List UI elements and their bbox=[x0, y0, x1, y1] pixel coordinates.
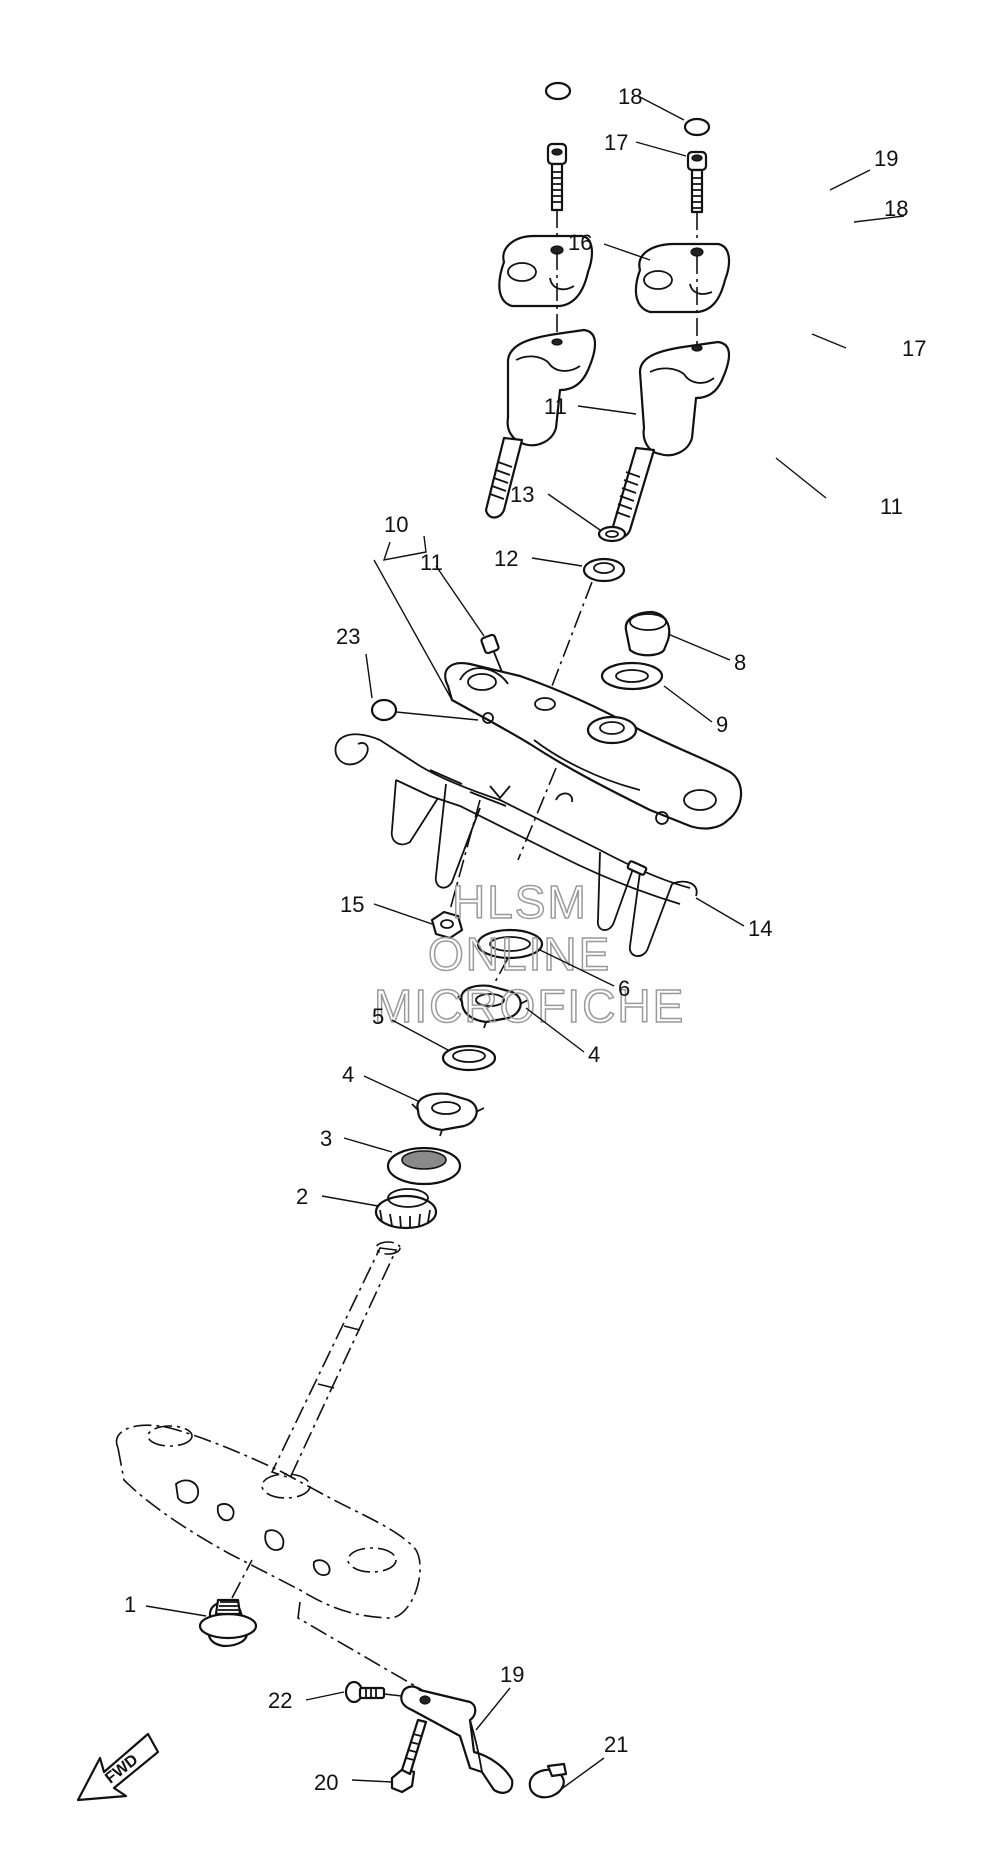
callout-7: 8 bbox=[734, 650, 746, 675]
upper-holder-16-left bbox=[634, 242, 731, 314]
callout-18-right: 19 bbox=[874, 146, 898, 171]
wire-holder-14 bbox=[334, 733, 698, 957]
lower-holder-11-right bbox=[484, 328, 597, 519]
forward-direction-arrow-icon: FWD bbox=[76, 1732, 160, 1802]
callouts: 18 17 16 11 13 12 10 11 23 8 9 14 15 6 4… bbox=[124, 84, 926, 1795]
watermark-line-2: ONLINE bbox=[428, 928, 611, 980]
cap-18-right bbox=[544, 81, 572, 101]
bolt-10 bbox=[480, 633, 503, 673]
callout-20: 20 bbox=[314, 1770, 338, 1795]
watermark-line-1: HLSM bbox=[452, 876, 588, 928]
washer-6 bbox=[476, 928, 544, 960]
upper-bracket-9 bbox=[444, 662, 743, 830]
screw-22 bbox=[344, 1680, 403, 1704]
callout-1: 1 bbox=[124, 1592, 136, 1617]
callout-23: 23 bbox=[336, 624, 360, 649]
callout-8: 9 bbox=[716, 712, 728, 737]
callout-18: 18 bbox=[618, 84, 642, 109]
callout-11: 11 bbox=[544, 394, 567, 419]
lower-bracket bbox=[115, 1424, 421, 1619]
washer-13 bbox=[597, 525, 627, 543]
bearing-race-3 bbox=[386, 1146, 462, 1186]
callout-16-right: 17 bbox=[902, 336, 926, 361]
right-handlebar-holder-group bbox=[484, 81, 597, 519]
watermark: HLSM ONLINE MICROFICHE bbox=[373, 875, 685, 1033]
callout-19: 19 bbox=[500, 1662, 524, 1687]
cap-nut-7 bbox=[624, 610, 671, 657]
upper-holder-16-right bbox=[498, 234, 594, 308]
bolt-17-right bbox=[546, 142, 568, 212]
steering-stem bbox=[261, 1241, 401, 1499]
lock-nut-4-lower bbox=[411, 1092, 485, 1137]
callout-22: 22 bbox=[268, 1688, 292, 1713]
stay-19 bbox=[400, 1685, 514, 1794]
callout-10: 11 bbox=[420, 550, 443, 575]
collar-12 bbox=[582, 557, 626, 583]
callout-15: 15 bbox=[340, 892, 364, 917]
watermark-line-3: MICROFICHE bbox=[374, 980, 685, 1032]
callout-17: 17 bbox=[604, 130, 628, 155]
bolt-20 bbox=[390, 1718, 428, 1794]
leader-lines bbox=[145, 95, 905, 1791]
lock-nut-4-upper bbox=[457, 984, 529, 1029]
callout-14: 14 bbox=[748, 916, 772, 941]
callout-5: 5 bbox=[372, 1004, 384, 1029]
callout-9: 10 bbox=[384, 512, 408, 537]
nut-15 bbox=[430, 910, 464, 940]
callout-11-right: 11 bbox=[880, 494, 903, 519]
bearing-2 bbox=[374, 1188, 438, 1230]
callout-4-upper: 4 bbox=[588, 1042, 600, 1067]
lower-holder-11-left bbox=[610, 340, 731, 539]
callout-13: 13 bbox=[510, 482, 534, 507]
callout-3: 3 bbox=[320, 1126, 332, 1151]
callout-17-right: 18 bbox=[884, 196, 908, 221]
callout-12: 12 bbox=[494, 546, 518, 571]
callout-2: 2 bbox=[296, 1184, 308, 1209]
grommet-21 bbox=[528, 1762, 568, 1799]
grommet-23 bbox=[370, 698, 398, 722]
left-handlebar-holder-group bbox=[610, 117, 731, 539]
fitting-1 bbox=[198, 1559, 258, 1648]
bolt-17-left bbox=[686, 150, 708, 214]
washer-8 bbox=[600, 661, 664, 691]
callout-6: 6 bbox=[618, 976, 630, 1001]
callout-16: 16 bbox=[568, 230, 592, 255]
cap-18-left bbox=[683, 117, 711, 137]
callout-21: 21 bbox=[604, 1732, 628, 1757]
washer-5 bbox=[441, 1044, 497, 1072]
callout-4-lower: 4 bbox=[342, 1062, 354, 1087]
